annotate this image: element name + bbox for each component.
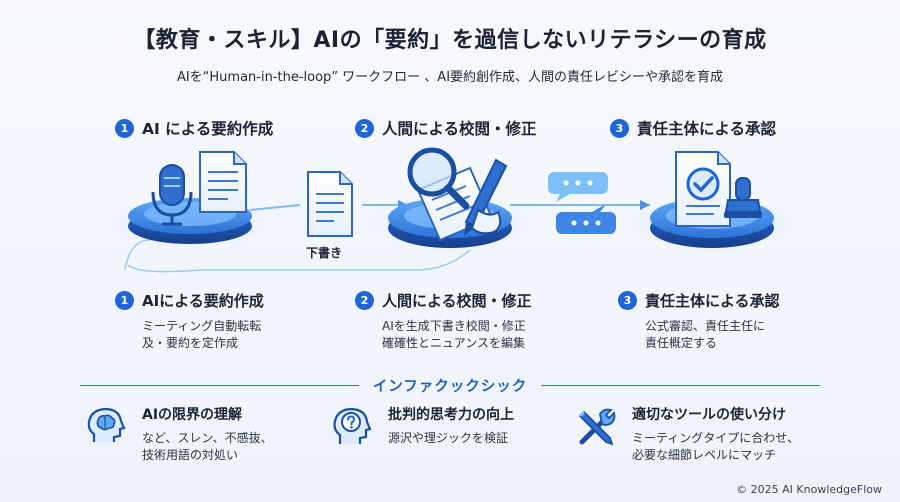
step-1-desc-line2: 及・要約を定作成: [142, 336, 239, 350]
step-2-desc-line2: 確確性とニュアンスを編集: [382, 336, 526, 350]
step-1-detail-title: AIによる要約作成: [142, 292, 264, 310]
step-2-number: 2: [355, 118, 374, 138]
microphone-icon: [151, 164, 193, 226]
tools-icon: [578, 408, 616, 446]
step-3-detail: 3 責任主体による承認 公式審認、責任主任に 責任概定する: [618, 290, 780, 352]
copyright-text: © 2025 AI KnowledgeFlow: [736, 483, 882, 496]
page-subtitle: AIを“Human-in-the-loop” ワークフロー 、AI要約創作成、人…: [176, 70, 724, 85]
stamp-icon: [724, 177, 762, 218]
page-title: 【教育・スキル】AIの「要約」を過信しないリテラシーの育成: [133, 28, 767, 53]
divider-line-right: [541, 384, 821, 386]
step-1-detail: 1 AIによる要約作成 ミーティング自動転転 及・要約を定作成: [115, 290, 264, 352]
step-3-heading: 3 責任主体による承認: [610, 117, 776, 139]
feature-2-title: 批判的思考力の向上: [388, 407, 514, 423]
step-2-detail-title: 人間による校閲・修正: [382, 292, 532, 310]
feature-3-title: 適切なツールの使い分け: [632, 407, 786, 423]
pen-icon: [464, 158, 508, 236]
feature-critical-thinking: 批判的思考力の向上 源沢や理ジックを検証: [330, 404, 514, 450]
feature-1-desc-line1: など、スレン、不感抜、: [142, 431, 273, 445]
question-head-icon: [333, 407, 372, 444]
feature-ai-limits: AIの限界の理解 など、スレン、不感抜、 技術用語の対処い: [84, 404, 273, 464]
step-3-detail-number: 3: [618, 291, 637, 310]
section-label: インファクックシック: [372, 378, 528, 395]
step-1-detail-number: 1: [115, 291, 134, 310]
feature-tool-selection: 適切なツールの使い分け ミーティングタイプに合わせ、 必要な細節レベルにマッチ: [574, 404, 799, 464]
feature-3-desc-line1: ミーティングタイプに合わせ、: [632, 431, 800, 445]
step-1-heading-label: AI による要約作成: [142, 120, 274, 138]
brain-head-icon: [87, 407, 126, 442]
divider-line-left: [80, 384, 359, 386]
step-3-number: 3: [610, 118, 629, 138]
chat-bubble-icon: [548, 172, 608, 202]
section-divider: インファクックシック: [80, 376, 821, 395]
draft-label: 下書き: [306, 246, 343, 260]
step-3-detail-title: 責任主体による承認: [645, 292, 780, 310]
step-1-desc-line1: ミーティング自動転転: [142, 319, 262, 333]
step-2-detail: 2 人間による校閲・修正 AIを生成下書き校閲・修正 確確性とニュアンスを編集: [355, 290, 532, 352]
magnifier-icon: [407, 147, 470, 210]
approved-document-icon: [675, 151, 731, 227]
document-icon: [199, 151, 247, 213]
step-2-heading: 2 人間による校閲・修正: [355, 117, 537, 139]
step-3-desc-line1: 公式審認、責任主任に: [645, 319, 766, 333]
feature-2-desc-line1: 源沢や理ジックを検証: [388, 431, 509, 445]
step-1-heading: 1 AI による要約作成: [115, 117, 273, 139]
draft-document-icon: [307, 171, 353, 237]
step-3-heading-label: 責任主体による承認: [637, 120, 777, 138]
workflow-illustration: [110, 147, 794, 273]
step-2-heading-label: 人間による校閲・修正: [382, 120, 537, 138]
step-2-detail-number: 2: [355, 291, 374, 310]
feature-1-desc-line2: 技術用語の対処い: [142, 448, 239, 462]
step-3-desc-line2: 責任概定する: [645, 336, 718, 350]
feature-3-desc-line2: 必要な細節レベルにマッチ: [632, 448, 777, 462]
chat-bubble-reply-icon: [556, 204, 616, 234]
step-2-desc-line1: AIを生成下書き校閲・修正: [382, 319, 526, 333]
feature-1-title: AIの限界の理解: [142, 407, 243, 423]
step-1-number: 1: [115, 118, 134, 138]
